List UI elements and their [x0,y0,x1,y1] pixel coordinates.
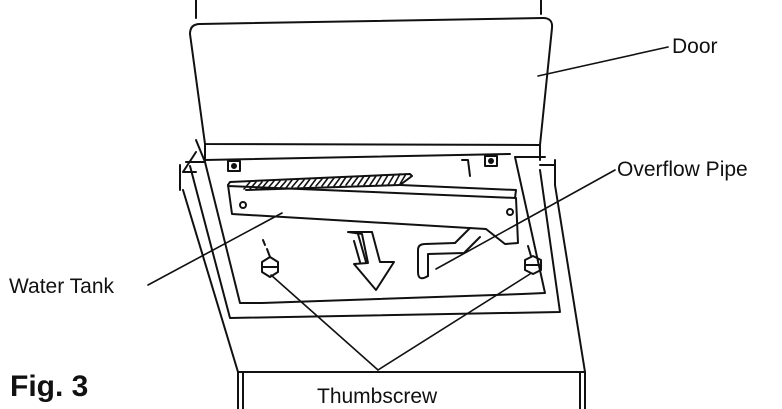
thumbscrew-left-leader [270,274,379,371]
thumbscrew-right-leader [377,273,531,371]
overflow-pipe-leader [435,169,616,270]
thumbscrew-left [261,239,279,278]
opening-frame [182,151,561,319]
door-leader [537,46,669,77]
cabinet-top-edges [195,0,542,19]
door-label: Door [672,35,718,58]
thumbscrew-right [524,245,542,275]
figure-caption: Fig. 3 [10,370,89,403]
leader-lines [147,46,669,371]
overflow-pipe-label: Overflow Pipe [617,158,748,181]
thumbscrew-label: Thumbscrew [317,385,438,408]
water-tank [227,159,519,245]
down-arrow [347,231,395,291]
tank-ribs [243,173,407,190]
water-tank-label: Water Tank [9,275,115,298]
water-tank-leader [147,212,283,286]
door-panel [189,17,554,163]
overflow-pipe [417,227,481,280]
